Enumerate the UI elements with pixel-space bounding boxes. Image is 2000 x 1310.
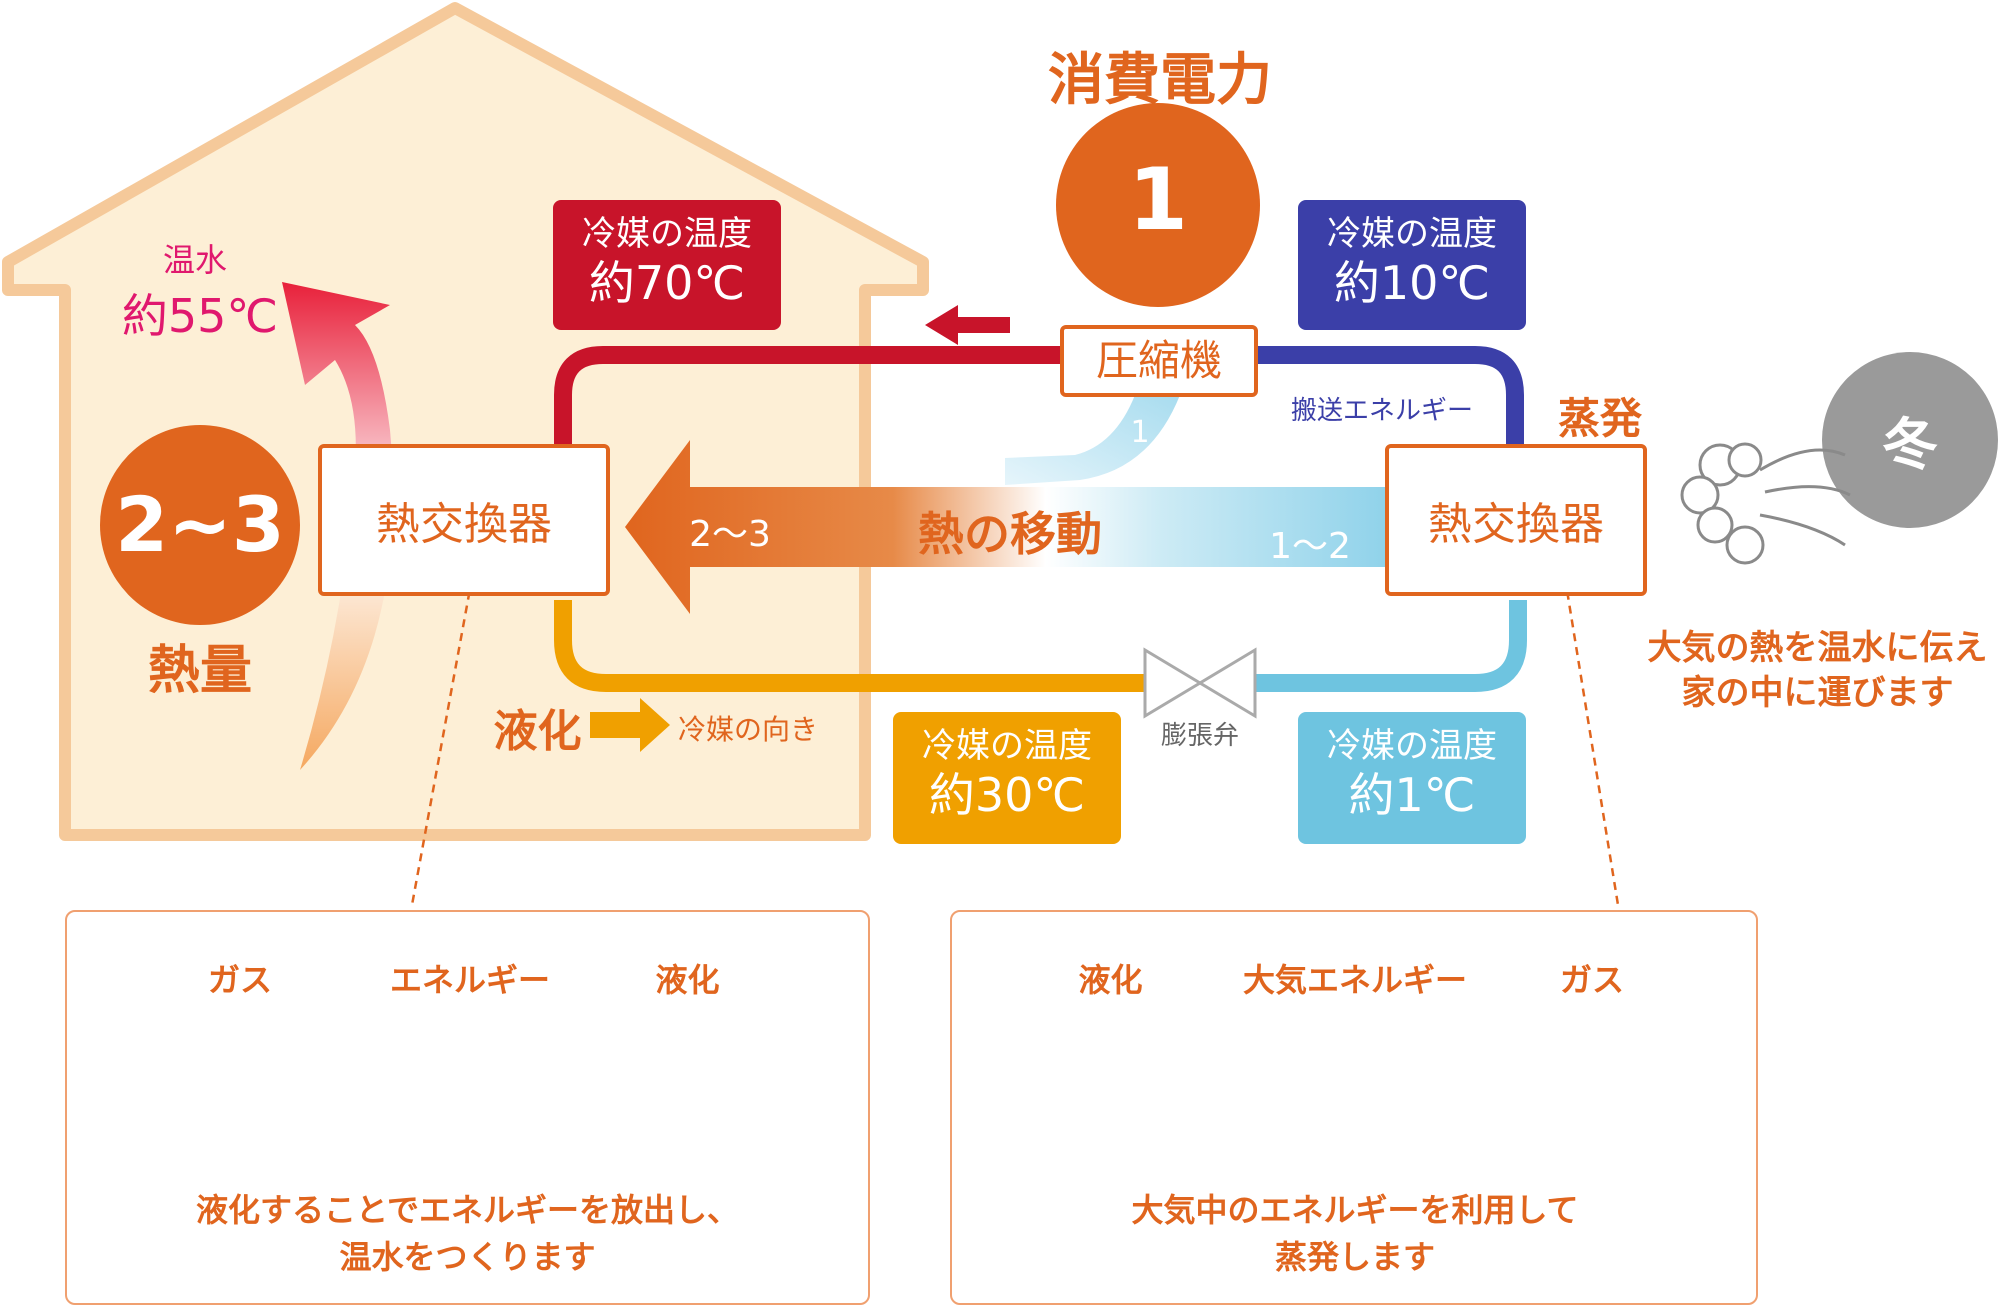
temp-label: 冷媒の温度 — [1327, 214, 1497, 254]
left-panel-caption-line-1: 液化することでエネルギーを放出し、 — [195, 1191, 740, 1229]
pipe-red — [554, 346, 1070, 445]
compressor-box: 圧縮機 — [1060, 325, 1258, 397]
side-note-line-2: 家の中に運びます — [1681, 673, 1954, 713]
winter-label: 冬 — [1882, 413, 1938, 478]
expansion-valve-label: 膨張弁 — [1160, 721, 1239, 751]
transport-energy-label: 搬送エネルギー — [1290, 396, 1473, 426]
right-panel-caption-line-2: 蒸発します — [1274, 1238, 1435, 1276]
temp-value: 約30℃ — [928, 768, 1086, 822]
temp-box-bottom-right: 冷媒の温度 約1℃ — [1298, 712, 1526, 844]
hot-water-label: 温水 — [162, 241, 227, 279]
wind-icon — [1680, 442, 1851, 565]
heat-label: 熱量 — [147, 641, 252, 701]
temp-value: 約70℃ — [588, 256, 746, 310]
refrigerant-direction-label: 冷媒の向き — [678, 713, 819, 746]
heat-value: 2~3 — [115, 480, 285, 569]
power-circle — [1056, 103, 1260, 307]
left-explanation-panel — [65, 910, 870, 1305]
heat-exchanger-right: 熱交換器 — [1385, 444, 1647, 596]
heat-transfer-label: 熱の移動 — [918, 507, 1102, 561]
pipe-lightblue — [1250, 600, 1527, 692]
heat-transfer-arrow — [625, 440, 1390, 614]
temp-value: 約1℃ — [1348, 768, 1476, 822]
temp-box-top-right: 冷媒の温度 約10℃ — [1298, 200, 1526, 330]
left-panel-gas-label: ガス — [207, 961, 272, 999]
right-panel-liquid-label: 液化 — [1078, 961, 1143, 999]
transport-swoosh — [1005, 395, 1180, 485]
pipe-orange — [554, 600, 1150, 692]
liquefaction-label: 液化 — [493, 706, 582, 757]
right-panel-gas-label: ガス — [1559, 961, 1624, 999]
heat-transfer-left-value: 2～3 — [689, 514, 771, 555]
left-panel-energy-label: エネルギー — [389, 961, 550, 999]
temp-box-bottom-left: 冷媒の温度 約30℃ — [893, 712, 1121, 844]
temp-label: 冷媒の温度 — [922, 726, 1092, 766]
temp-box-top-left: 冷媒の温度 約70℃ — [553, 200, 781, 330]
temp-value: 約10℃ — [1333, 256, 1491, 310]
left-panel-liquid-label: 液化 — [655, 961, 720, 999]
expansion-valve-icon — [1143, 647, 1257, 719]
leader-right — [1563, 577, 1620, 906]
direction-arrow — [590, 698, 670, 752]
right-panel-caption-line-1: 大気中のエネルギーを利用して — [1131, 1191, 1579, 1229]
side-note-line-1: 大気の熱を温水に伝え — [1647, 628, 1988, 668]
pipe-navy — [1245, 346, 1524, 445]
hot-water-arrow — [282, 282, 394, 770]
temp-label: 冷媒の温度 — [1327, 726, 1497, 766]
temp-label: 冷媒の温度 — [582, 214, 752, 254]
right-panel-energy-label: 大気エネルギー — [1242, 961, 1467, 999]
power-title: 消費電力 — [1048, 48, 1272, 113]
flow-arrow-red — [925, 305, 1010, 345]
heat-exchanger-left: 熱交換器 — [318, 444, 610, 596]
right-explanation-panel — [950, 910, 1758, 1305]
heat-circle — [100, 425, 300, 625]
evaporation-label: 蒸発 — [1557, 394, 1642, 443]
transport-value: 1 — [1130, 415, 1150, 450]
power-value: 1 — [1128, 150, 1188, 250]
winter-circle — [1822, 352, 1998, 528]
left-panel-caption-line-2: 温水をつくります — [339, 1238, 596, 1276]
hot-water-temp: 約55℃ — [121, 289, 279, 343]
heat-transfer-right-value: 1～2 — [1269, 526, 1351, 567]
